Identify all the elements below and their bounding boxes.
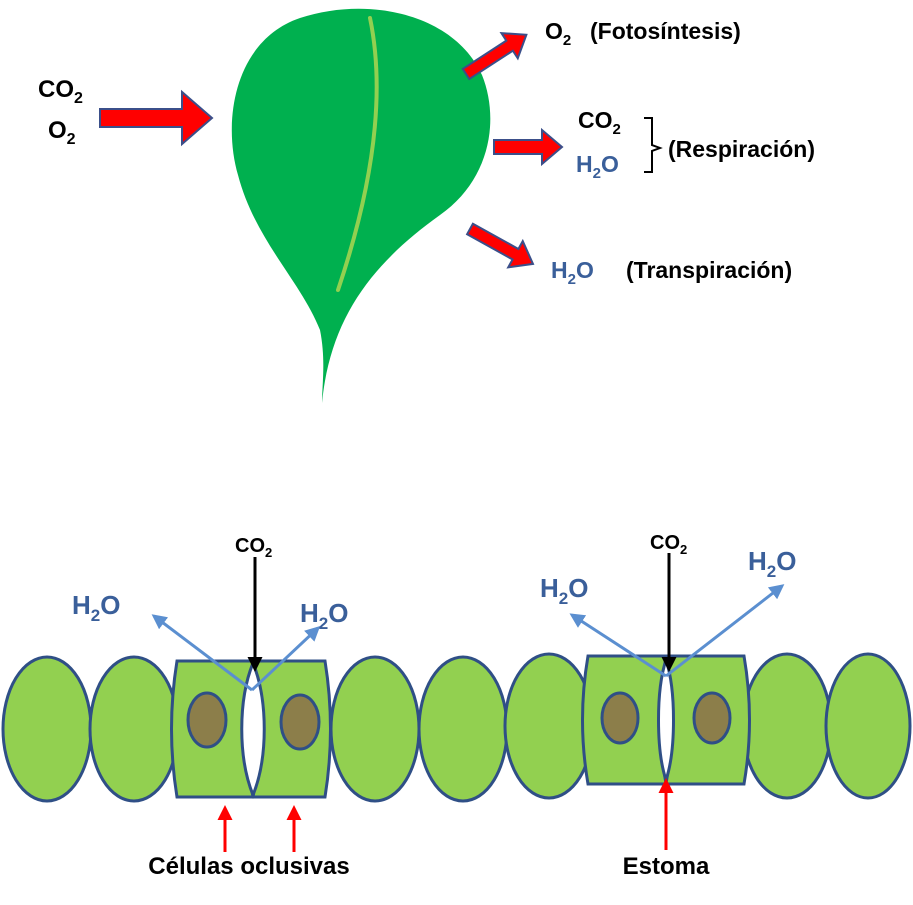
epidermal-cell <box>88 655 180 803</box>
water-arrow-left <box>569 613 667 678</box>
respiration-brace <box>644 117 663 173</box>
water-label-left: H2O <box>540 573 588 608</box>
transpiration-arrow <box>465 222 535 269</box>
stoma-left <box>170 659 332 799</box>
nucleus <box>600 691 640 745</box>
epidermal-cell <box>1 655 93 803</box>
respiration-label: (Respiración) <box>668 136 815 162</box>
respiration-h2o-label: H2O <box>576 151 619 182</box>
leaf-vein <box>336 16 379 292</box>
water-label-right: H2O <box>300 598 348 633</box>
water-arrow-right <box>665 584 785 678</box>
nucleus <box>186 691 228 749</box>
water-label-left: H2O <box>72 590 120 625</box>
epidermal-cell <box>824 652 912 800</box>
transpiration-label: (Transpiración) <box>626 257 792 283</box>
stoma-right <box>581 654 751 786</box>
photosynthesis-arrow <box>461 31 528 81</box>
nucleus <box>279 693 321 751</box>
respiration-arrow <box>493 127 564 167</box>
nucleus <box>692 691 732 745</box>
transpiration-h2o-label: H2O <box>551 257 594 288</box>
guard-cells-caption: Células oclusivas <box>148 853 349 880</box>
leaf <box>231 8 491 403</box>
epidermal-cell <box>741 652 833 800</box>
photosynthesis-o2-label: O2 <box>545 18 571 49</box>
respiration-co2-label: CO2 <box>578 107 621 138</box>
water-label-right: H2O <box>748 546 796 581</box>
input-o2-label: O2 <box>48 117 76 148</box>
photosynthesis-label: (Fotosíntesis) <box>590 18 741 44</box>
co2-label: CO2 <box>235 535 272 560</box>
stomatal-pore <box>240 659 266 799</box>
input-co2-label: CO2 <box>38 76 83 107</box>
input-arrow <box>99 89 214 147</box>
water-arrow-left <box>151 614 253 692</box>
water-arrow-right <box>250 625 321 692</box>
epidermal-cell <box>329 655 421 803</box>
epidermal-cell <box>503 652 595 800</box>
stoma-caption: Estoma <box>623 853 710 880</box>
stomatal-pore <box>657 655 675 785</box>
epidermal-cell <box>417 655 509 803</box>
epidermis-cells <box>1 652 912 803</box>
co2-label: CO2 <box>650 532 687 557</box>
